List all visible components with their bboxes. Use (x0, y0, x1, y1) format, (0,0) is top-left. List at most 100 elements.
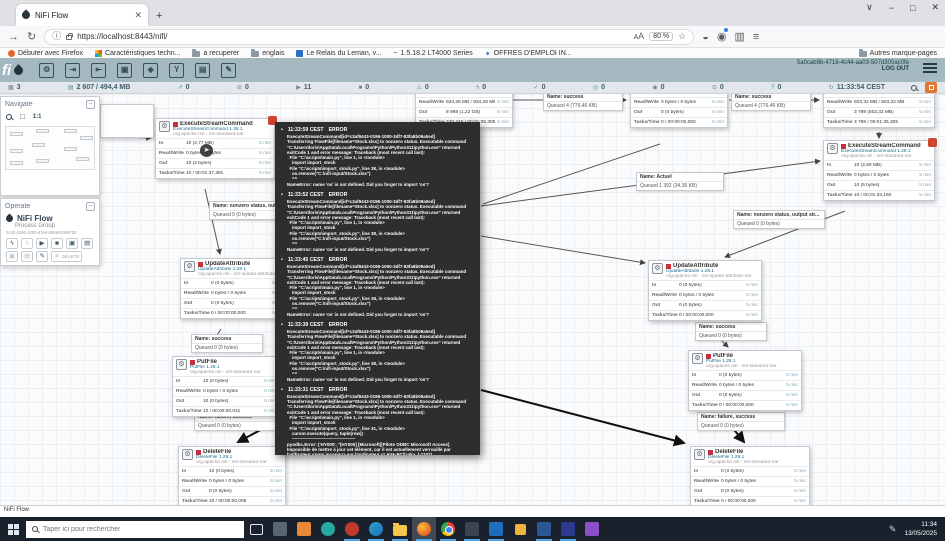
bookmark-item[interactable]: Caractéristiques techn... (94, 50, 180, 57)
template-upload-button[interactable]: ▣ (66, 238, 79, 249)
taskbar-skype-app[interactable] (316, 517, 340, 541)
remote-process-group-tool-icon[interactable]: ◈ (143, 62, 159, 78)
start-button[interactable] (0, 517, 26, 541)
input-port-tool-icon[interactable]: ⇥ (65, 62, 81, 78)
copy-button[interactable]: ▣ (6, 251, 19, 262)
reload-button[interactable]: ↻ (27, 31, 37, 43)
bookmark-item[interactable]: englais (251, 48, 284, 57)
enable-button[interactable]: ϟ (6, 238, 18, 249)
sidebar-icon[interactable]: ▥ (734, 31, 745, 43)
taskbar-security-app[interactable] (268, 517, 292, 541)
disable-button[interactable]: ϟ (21, 238, 33, 249)
task-view-button[interactable] (244, 517, 268, 541)
template-tool-icon[interactable]: ▤ (195, 62, 211, 78)
page-zoom-indicator[interactable]: 80 % (649, 32, 674, 41)
bookmark-item[interactable]: a recuperer (192, 48, 239, 57)
fit-view-icon[interactable]: □ (20, 112, 25, 121)
processor-put-file-2[interactable]: ⚙ PutFile PutFile 1.28.1 org.apache.nifi… (688, 350, 802, 411)
bookmark-item[interactable]: ✦OFFRES D'EMPLOI IN... (485, 50, 572, 58)
taskbar-chrome-app[interactable] (436, 517, 460, 541)
shield-icon[interactable]: ⓘ (52, 31, 62, 41)
connection-label[interactable]: Name: nonzero status, output str...Queue… (209, 201, 295, 220)
forward-button[interactable]: → (8, 30, 19, 43)
processor-delete-file-2[interactable]: ⚙ DeleteFile DeleteFile 1.28.1 org.apach… (690, 446, 810, 505)
collapse-icon[interactable]: − (86, 100, 95, 109)
processor-execute-stream-command-1[interactable]: ⚙ ExecuteStreamCommand ExecuteStreamComm… (155, 116, 277, 179)
delete-button[interactable]: ✕ DELETE (51, 251, 83, 262)
other-bookmarks[interactable]: Autres marque-pages (858, 48, 937, 57)
processor-delete-file-1[interactable]: ⚙ DeleteFile DeleteFile 1.28.1 org.apach… (178, 446, 286, 505)
processor-partial-top-3[interactable]: org.apache.nifi - nifi-standard-nar In3 … (823, 94, 935, 128)
taskbar-edge-app[interactable] (364, 517, 388, 541)
bookmark-star-icon[interactable]: ☆ (678, 31, 687, 41)
processor-update-attribute-1[interactable]: ⚙ UpdateAttribute UpdateAttribute 1.28.1… (180, 258, 288, 319)
bookmark-item[interactable]: Le Relais du Leman, v... (296, 50, 381, 57)
window-restore-button[interactable]: □ (910, 2, 916, 13)
taskbar-word-app[interactable] (532, 517, 556, 541)
window-close-button[interactable]: ✕ (931, 2, 939, 12)
search-input[interactable] (43, 525, 213, 533)
processor-update-attribute-2[interactable]: ⚙ UpdateAttribute UpdateAttribute 1.28.1… (648, 260, 762, 321)
processor-partial[interactable] (100, 104, 154, 138)
account-icon[interactable]: ◉ (717, 28, 729, 43)
taskbar-photos-app[interactable] (460, 517, 484, 541)
taskbar-opera-app[interactable] (340, 517, 364, 541)
new-tab-button[interactable]: + (156, 10, 163, 22)
bookmark-item[interactable]: Débuter avec Firefox (8, 50, 83, 57)
window-minimize-button[interactable]: − (888, 2, 895, 13)
taskbar-file-explorer[interactable] (388, 517, 412, 541)
bulletin-indicator[interactable] (925, 82, 937, 93)
tab-nifi-flow[interactable]: NiFi Flow ✕ (16, 4, 148, 26)
pocket-icon[interactable]: ◒ (702, 30, 709, 43)
flow-canvas[interactable]: ⚙ ExecuteStreamCommand ExecuteStreamComm… (0, 94, 945, 505)
template-download-button[interactable]: ▤ (81, 238, 94, 249)
collapse-icon[interactable]: − (86, 202, 95, 211)
connection-label[interactable]: Name: nonzero status, output str...Queue… (733, 210, 825, 229)
status-connected-nodes: ▦3 (8, 84, 21, 91)
pen-tray-icon[interactable]: ✎ (888, 523, 897, 534)
label-tool-icon[interactable]: ✎ (221, 62, 237, 78)
paste-button[interactable]: ▤ (21, 251, 34, 262)
taskbar-teams-app[interactable] (580, 517, 604, 541)
stat-label: Out (827, 183, 836, 188)
logout-link[interactable]: LOG OUT (881, 66, 909, 72)
taskbar-clock[interactable]: 11:34 13/05/2025 (904, 520, 937, 538)
stop-button[interactable]: ■ (51, 238, 63, 249)
url-text[interactable]: https://localhost:8443/nifi/ (77, 32, 168, 41)
taskbar-search[interactable] (26, 520, 244, 538)
funnel-tool-icon[interactable]: Y (169, 62, 185, 78)
process-group-tool-icon[interactable]: ▣ (117, 62, 133, 78)
taskbar-firefox-app[interactable] (412, 517, 436, 541)
tab-close-icon[interactable]: ✕ (134, 9, 142, 20)
output-port-tool-icon[interactable]: ⇤ (91, 62, 107, 78)
taskbar-notes-app[interactable] (508, 517, 532, 541)
processor-put-file-1[interactable]: ⚙ PutFile PutFile 1.28.1 org.apache.nifi… (172, 356, 280, 417)
start-button[interactable]: ▶ (36, 238, 48, 249)
taskbar-store-app[interactable] (292, 517, 316, 541)
zoom-search-icon[interactable] (6, 113, 12, 120)
search-icon[interactable] (911, 84, 917, 91)
breadcrumb[interactable]: NiFi Flow (0, 505, 945, 517)
birdseye-minimap[interactable] (5, 126, 95, 170)
tabs-dropdown-icon[interactable]: ∨ (866, 2, 873, 12)
bookmark-item[interactable]: ~1.5.18.2 LT4000 Series (393, 50, 472, 57)
fill-color-button[interactable]: ✎ (36, 251, 49, 262)
global-menu-icon[interactable] (923, 63, 937, 75)
status-last-refresh[interactable]: ↻11:33:54 CEST (828, 84, 885, 91)
taskbar-excel-app[interactable] (556, 517, 580, 541)
processor-partial-top-2[interactable]: org.apache.nifi - nifi-standard-nar In0 … (630, 94, 728, 128)
translate-icon[interactable]: ᴀA (633, 31, 645, 41)
address-bar[interactable]: ⓘ https://localhost:8443/nifi/ ᴀA 80 % ☆ (44, 28, 695, 45)
menu-icon[interactable]: ≡ (752, 30, 760, 43)
processor-execute-stream-command-2[interactable]: ⚙ ExecuteStreamCommand ExecuteStreamComm… (823, 138, 937, 201)
processor-icon: ⚙ (692, 353, 703, 364)
actual-size-icon[interactable]: 1:1 (32, 113, 42, 120)
processor-tool-icon[interactable]: ⚙ (39, 62, 55, 78)
taskbar-outlook-app[interactable] (484, 517, 508, 541)
